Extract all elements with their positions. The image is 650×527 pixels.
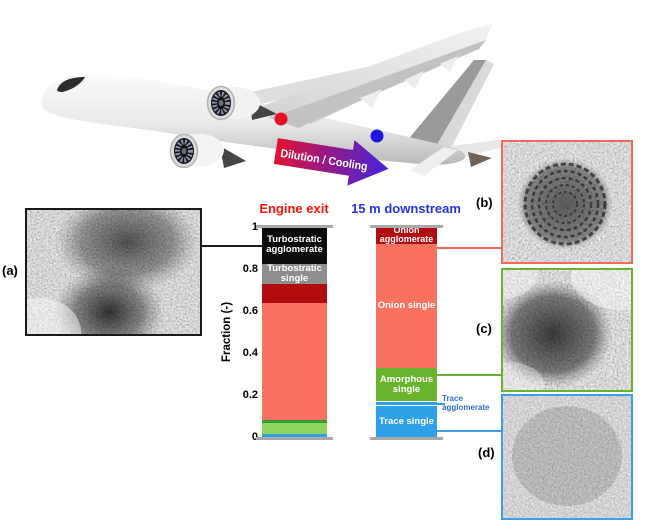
tem-image-d	[501, 394, 633, 520]
segment-turbostratic-single: Turbostratic single	[262, 262, 327, 284]
segment-label: Turbostratic single	[267, 262, 322, 284]
connector-trace-agglomerate	[437, 403, 445, 405]
segment-label: Onion single	[377, 300, 436, 312]
segment-label: Trace single	[379, 416, 434, 428]
panel-c-label: (c)	[476, 321, 492, 336]
dilution-cooling-arrow: Dilution / Cooling	[273, 138, 389, 186]
downstream-dot	[370, 129, 384, 143]
segment-onion-agglomerate: Onion agglomerate	[376, 225, 437, 245]
bar-cap	[370, 437, 443, 440]
bar-cap	[256, 437, 333, 440]
fuselage	[41, 74, 466, 165]
bar-cap	[370, 224, 443, 228]
main-wing	[262, 24, 492, 128]
bar-cap	[256, 224, 333, 228]
connector-b	[437, 247, 501, 249]
stacked-bar-downstream: Onion agglomerate Onion single Amorphous…	[376, 225, 437, 438]
segment-onion-agglomerate	[262, 283, 327, 303]
tem-image-a	[25, 208, 202, 336]
connector-a	[198, 245, 262, 247]
trace-agglomerate-annotation: Trace agglomerate	[442, 394, 490, 413]
segment-trace-single: Trace single	[376, 405, 437, 438]
ytick-0: 0	[251, 431, 258, 443]
segment-turbostratic-agglomerate: Turbostratic agglomerate	[262, 227, 327, 264]
ytick-0_6: 0.6	[242, 305, 258, 317]
tem-image-b	[501, 140, 633, 264]
bar-title-engine-exit: Engine exit	[259, 201, 329, 216]
tail-stabilizer	[410, 147, 492, 176]
panel-b-label: (b)	[476, 195, 493, 210]
panel-a-label: (a)	[2, 263, 18, 278]
panel-d-label: (d)	[478, 445, 495, 460]
ytick-0_8: 0.8	[242, 263, 258, 275]
onion-rings	[523, 162, 607, 246]
segment-amorphous-agglomerate	[262, 419, 327, 424]
segment-label: Turbostratic agglomerate	[266, 234, 323, 256]
ytick-1: 1	[251, 221, 258, 233]
segment-amorphous-single: Amorphous single	[376, 368, 437, 403]
stacked-bar-engine-exit: Turbostratic agglomerate Turbostratic si…	[262, 227, 327, 438]
y-axis-label: Fraction (-)	[221, 301, 233, 363]
segment-label: Onion agglomerate	[379, 225, 434, 245]
airplane-illustration: Dilution / Cooling	[41, 24, 506, 186]
segment-trace-agglomerate	[376, 402, 437, 406]
segment-label: Amorphous single	[379, 373, 434, 395]
near-engine	[169, 133, 246, 169]
tem-image-c	[501, 268, 633, 392]
segment-amorphous-single	[262, 423, 327, 434]
far-engine	[206, 85, 277, 121]
connector-c	[437, 374, 501, 376]
segment-onion-single: Onion single	[376, 243, 437, 369]
cockpit-window	[57, 77, 85, 92]
connector-d	[437, 430, 501, 432]
bar-title-downstream: 15 m downstream	[351, 201, 461, 216]
segment-trace-single	[262, 433, 327, 438]
engine-exit-dot	[274, 112, 288, 126]
ytick-0_4: 0.4	[242, 347, 258, 359]
segment-onion-single	[262, 302, 327, 420]
ytick-0_2: 0.2	[242, 389, 258, 401]
